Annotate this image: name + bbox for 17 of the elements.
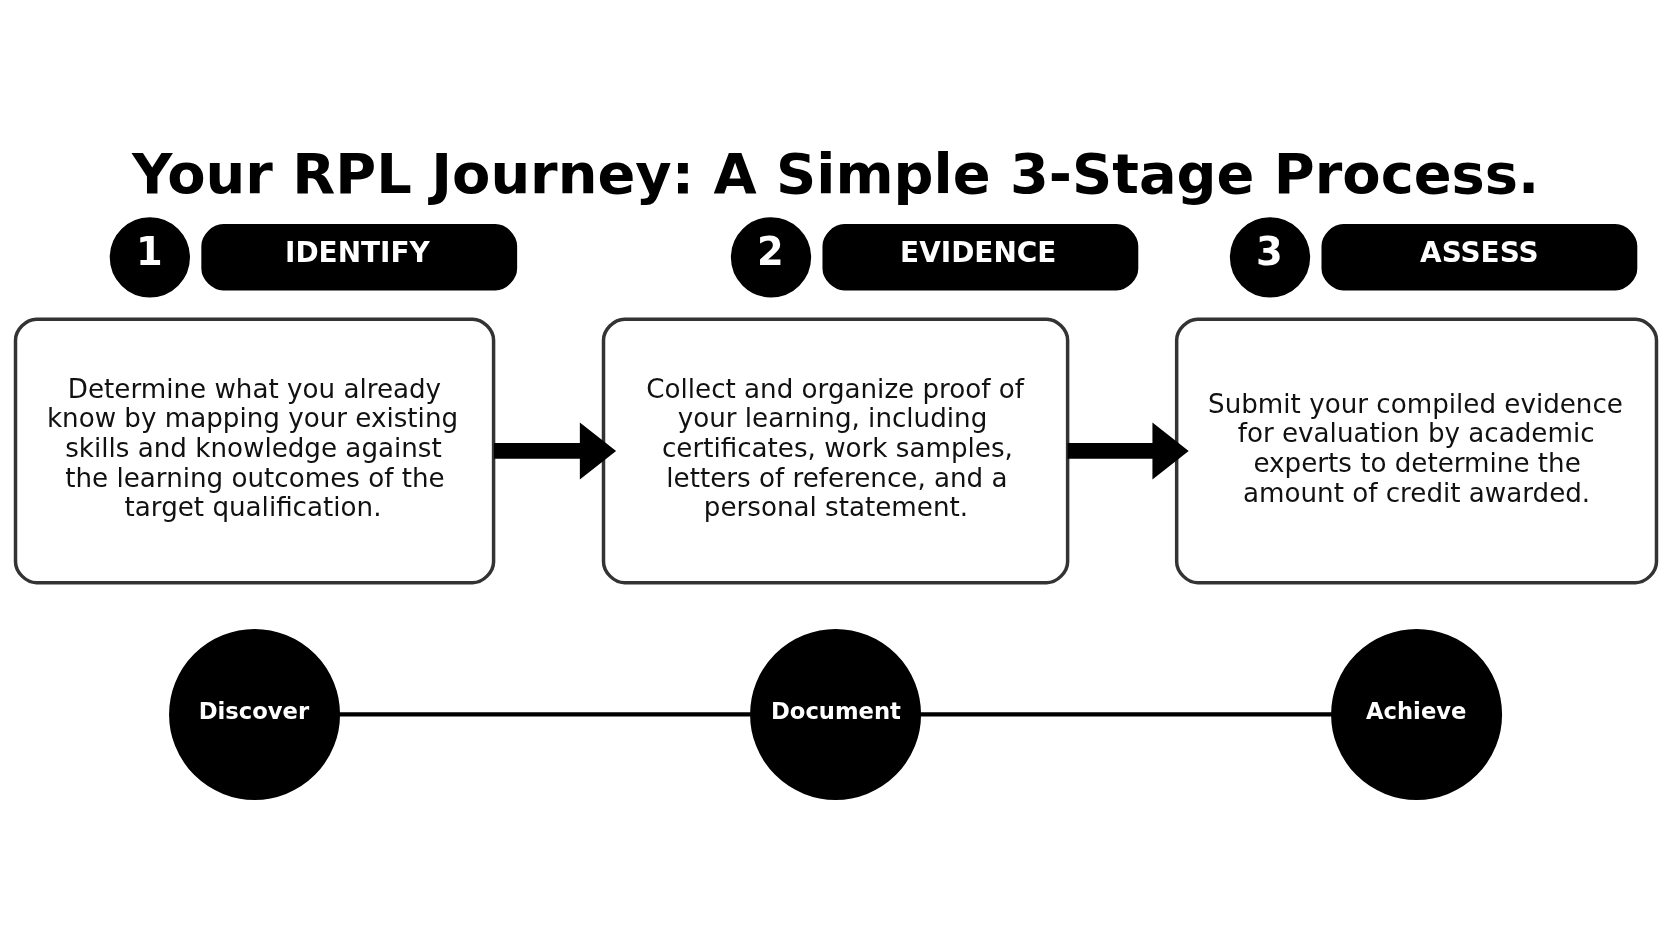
diagram-title: Your RPL Journey: A Simple 3-Stage Process. bbox=[131, 140, 1540, 206]
node-box: Determine what you already know by mapping your existing skills and knowledge against the learning outcomes of the target qualification. bbox=[13, 316, 496, 584]
node-box: ASSESS bbox=[1321, 223, 1638, 290]
node-circle: 3 bbox=[1229, 216, 1311, 297]
connector bbox=[920, 711, 1332, 717]
node-circle: 2 bbox=[730, 216, 812, 297]
node-box: IDENTIFY bbox=[201, 223, 518, 290]
node-circle: Achieve bbox=[1331, 628, 1503, 800]
arrow bbox=[494, 421, 617, 479]
node-circle: Discover bbox=[169, 628, 341, 800]
node-circle: 1 bbox=[109, 216, 190, 297]
node-box: Submit your compiled evidence for evaluation by academic experts to determine the amount of credit awarded. bbox=[1174, 316, 1659, 584]
connector bbox=[339, 711, 751, 717]
node-box: Collect and organize proof of your learning, including certificates, work samples, letters of reference, and a personal statement. bbox=[601, 316, 1070, 584]
node-circle: Document bbox=[750, 628, 922, 800]
node-box: EVIDENCE bbox=[822, 223, 1139, 290]
arrow bbox=[1067, 421, 1189, 479]
